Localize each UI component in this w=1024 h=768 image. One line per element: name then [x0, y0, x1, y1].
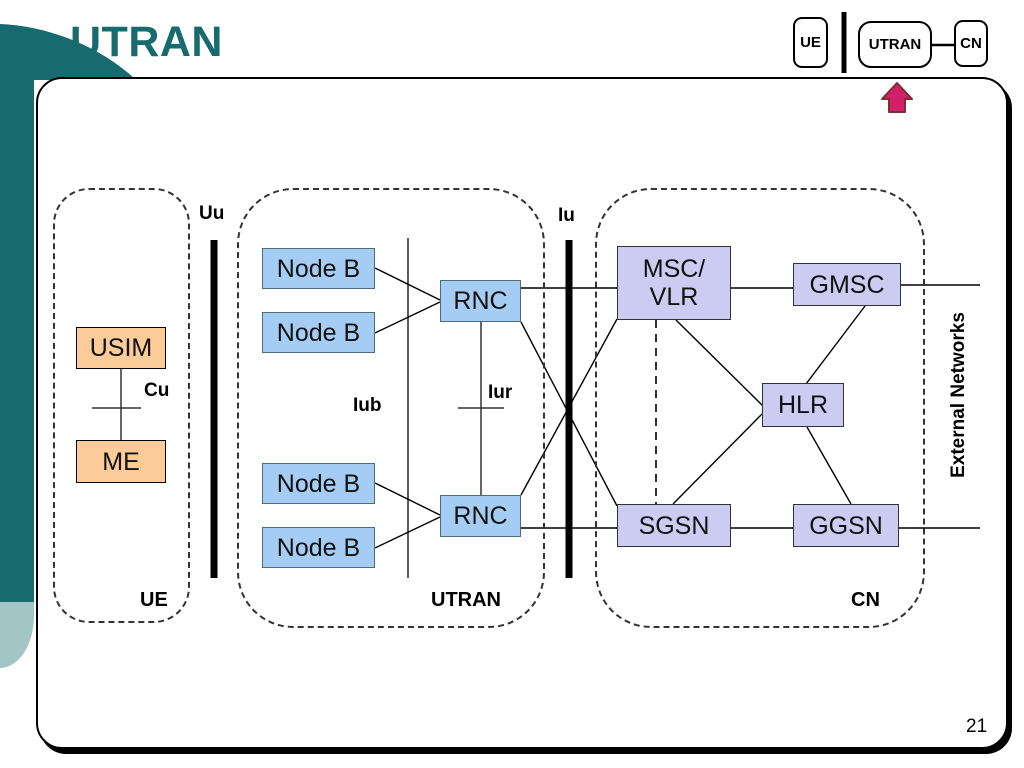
rnc2-msc-link — [520, 318, 618, 496]
box-hlr: HLR — [762, 383, 844, 427]
cn-group-label: CN — [851, 589, 880, 611]
box-msc-vlr: MSC/ VLR — [617, 246, 731, 320]
iur-interface-label: Iur — [488, 382, 513, 403]
cu-interface-label: Cu — [144, 380, 170, 401]
box-usim: USIM — [76, 327, 166, 369]
nav-ue-label: UE — [800, 34, 821, 51]
utran-group-label: UTRAN — [431, 589, 501, 611]
iub-interface-label: Iub — [353, 395, 382, 416]
msc-vlr-label: MSC/ VLR — [642, 255, 706, 311]
box-rnc-1: RNC — [440, 280, 521, 322]
uu-interface-label: Uu — [199, 203, 225, 224]
ue-group-border — [53, 188, 190, 623]
sgsn-label: SGSN — [638, 511, 710, 540]
utran-group-border — [237, 188, 545, 628]
nodeb3-label: Node B — [276, 469, 361, 498]
rnc1-sgsn-link — [520, 321, 618, 507]
up-arrow-icon — [881, 82, 913, 113]
external-networks-label: External Networks — [948, 312, 969, 478]
hlr-ggsn-link — [806, 426, 852, 505]
rnc2-label: RNC — [453, 502, 508, 530]
nav-cn-box[interactable]: CN — [954, 20, 988, 67]
hlr-sgsn-link — [672, 413, 763, 505]
cn-group-border — [595, 188, 925, 628]
gmsc-hlr-link — [805, 305, 866, 385]
box-sgsn: SGSN — [617, 504, 731, 547]
box-gmsc: GMSC — [793, 263, 901, 306]
top-left-teal-wedge — [0, 24, 136, 80]
nav-ue-box[interactable]: UE — [793, 17, 828, 68]
box-nodeb-4: Node B — [262, 527, 375, 568]
page-number: 21 — [966, 716, 988, 737]
nodeb4-label: Node B — [276, 533, 361, 562]
nodeb1-label: Node B — [276, 254, 361, 283]
nodeb4-rnc2-link — [374, 516, 441, 549]
slide-title: UTRAN — [70, 18, 223, 66]
nodeb3-rnc2-link — [374, 482, 441, 516]
box-me: ME — [76, 440, 166, 483]
hlr-label: HLR — [777, 391, 828, 419]
nav-cn-label: CN — [960, 35, 982, 52]
box-nodeb-3: Node B — [262, 463, 375, 504]
box-nodeb-1: Node B — [262, 248, 375, 289]
nodeb2-label: Node B — [276, 318, 361, 347]
iu-interface-label: Iu — [558, 205, 575, 226]
me-label: ME — [102, 447, 140, 476]
rnc1-label: RNC — [453, 287, 508, 315]
gmsc-label: GMSC — [809, 270, 885, 299]
nodeb2-rnc1-link — [374, 301, 441, 334]
box-nodeb-2: Node B — [262, 312, 375, 353]
ggsn-label: GGSN — [809, 511, 883, 540]
left-teal-strip — [0, 70, 34, 604]
usim-label: USIM — [89, 334, 153, 362]
nav-utran-box[interactable]: UTRAN — [858, 21, 932, 68]
box-ggsn: GGSN — [793, 504, 899, 547]
nodeb1-rnc1-link — [374, 267, 441, 301]
msc-hlr-link — [675, 319, 764, 407]
box-rnc-2: RNC — [440, 495, 521, 537]
ue-group-label: UE — [140, 589, 168, 611]
nav-utran-label: UTRAN — [868, 36, 922, 53]
